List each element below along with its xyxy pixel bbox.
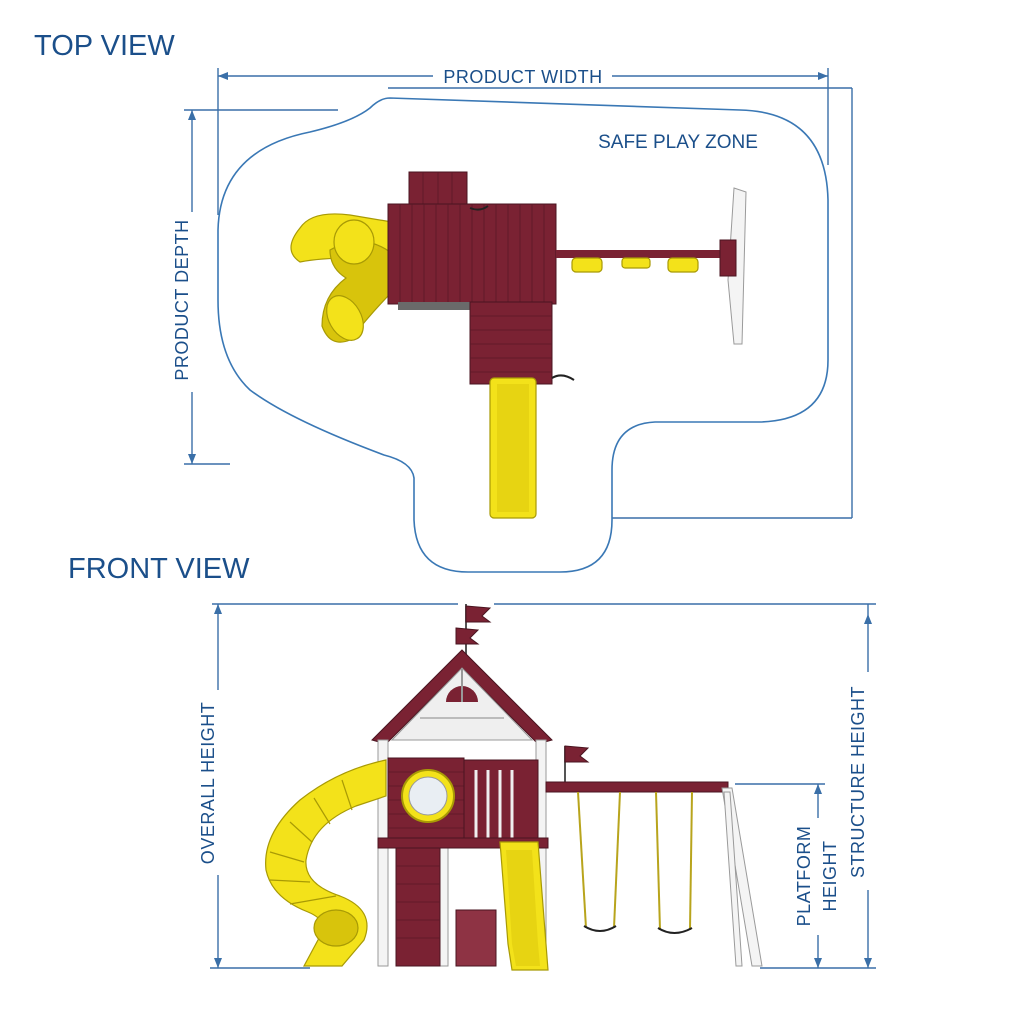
tube-slide-front <box>265 759 387 967</box>
safe-play-zone-label: SAFE PLAY ZONE <box>598 132 758 153</box>
structure-height-label: STRUCTURE HEIGHT <box>848 686 868 878</box>
tube-slide-top <box>290 213 393 343</box>
playset-top-view <box>290 171 747 519</box>
product-width-label: PRODUCT WIDTH <box>443 67 602 87</box>
structure-height-dimension: STRUCTURE HEIGHT <box>760 604 876 969</box>
overall-height-dimension: OVERALL HEIGHT <box>198 603 876 969</box>
product-width-dimension: PRODUCT WIDTH <box>217 67 829 215</box>
swings-front <box>577 791 693 934</box>
top-view-title: TOP VIEW <box>34 30 175 62</box>
platform-height-dimension: PLATFORM HEIGHT <box>735 783 840 968</box>
safe-play-zone-outline <box>217 97 829 573</box>
platform-height-label-line2: HEIGHT <box>820 840 840 911</box>
front-view-title: FRONT VIEW <box>68 553 250 585</box>
straight-slide-front <box>499 841 549 971</box>
swing-seats-top <box>571 257 699 273</box>
platform-height-label-line1: PLATFORM <box>794 826 814 927</box>
product-depth-label: PRODUCT DEPTH <box>172 219 192 380</box>
roof-front <box>371 649 553 745</box>
product-depth-dimension: PRODUCT DEPTH <box>172 109 338 465</box>
roof-planks-top <box>399 204 545 304</box>
overall-height-label: OVERALL HEIGHT <box>198 702 218 864</box>
playset-front-view <box>265 604 763 971</box>
